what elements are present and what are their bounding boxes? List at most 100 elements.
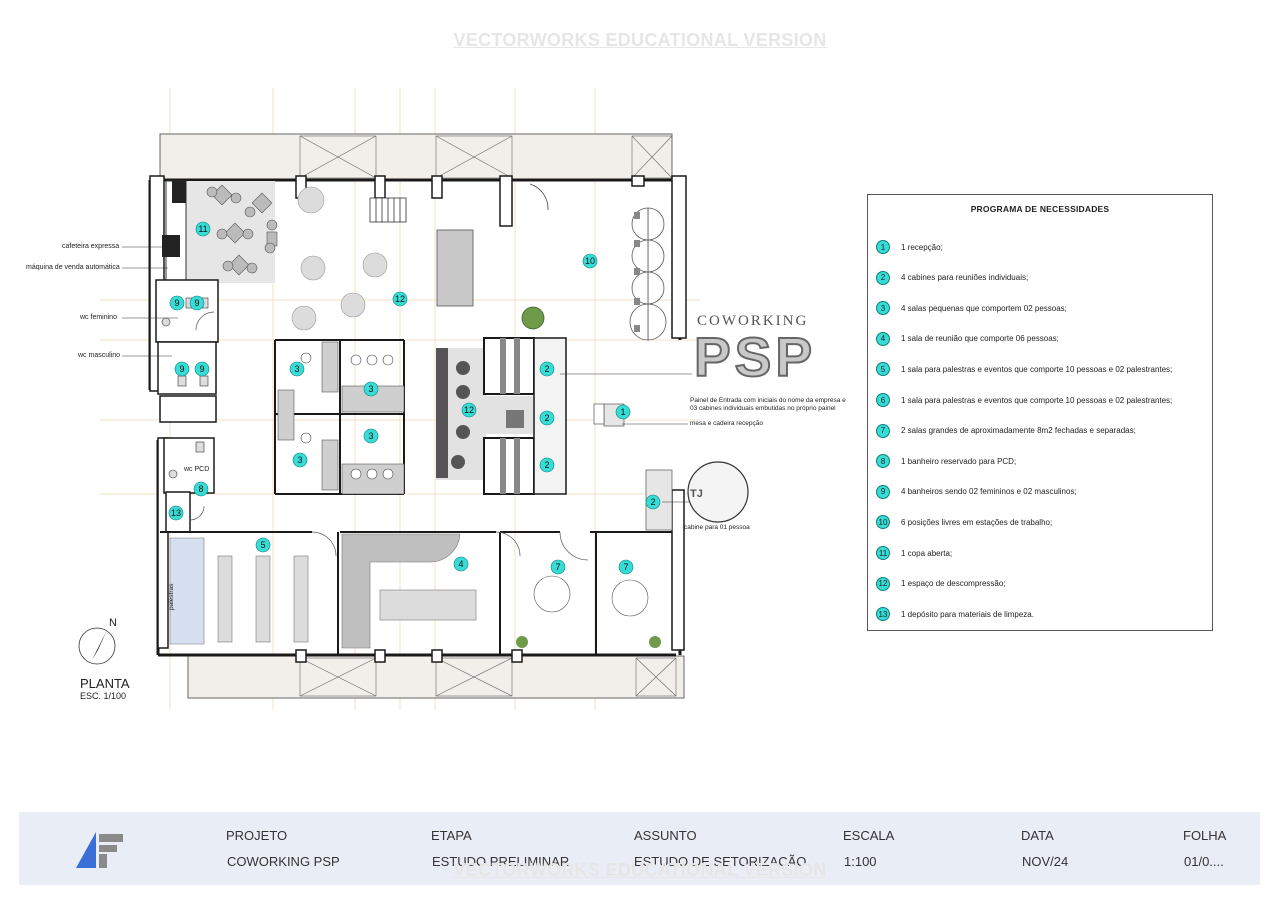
pool-table [436, 229, 474, 307]
room-bubble-number: 12 [395, 294, 405, 304]
watermark-bottom: VECTORWORKS EDUCATIONAL VERSION [453, 860, 827, 880]
label-mesa: mesa e cadeira recepção [690, 420, 763, 427]
legend-number-badge: 2 [876, 270, 890, 285]
north-arrow [78, 627, 116, 665]
legend-item: 10 6 posições livres em estações de traba… [876, 514, 1052, 530]
room-bubble [582, 253, 598, 269]
legend-item: 8 1 banheiro reservado para PCD; [876, 453, 1016, 469]
legend-item-text: 1 sala de reunião que comporte 06 pessoa… [901, 334, 1059, 344]
legend-item-text: 4 cabines para reuniões individuais; [901, 273, 1029, 283]
room-bubble [169, 295, 185, 311]
label-cabine: cabine para 01 pessoa [684, 524, 750, 531]
room-bubble-number: 4 [458, 559, 463, 569]
legend-item-text: 1 espaço de descompressão; [901, 579, 1006, 589]
label-wc-pcd: wc PCD [184, 466, 210, 473]
label-painel: Painel de Entrada com iniciais do nome d… [690, 397, 846, 412]
legend-number-badge: 12 [876, 576, 890, 591]
legend-item-text: 1 depósito para materiais de limpeza. [901, 609, 1034, 619]
room-bubble [292, 452, 308, 468]
etapa-label: ETAPA [431, 828, 472, 843]
label-vending: máquina de venda automática [26, 264, 120, 271]
escala-label: ESCALA [843, 828, 895, 843]
legend-item: 6 1 sala para palestras e eventos que com… [876, 392, 1172, 408]
legend-panel: PROGRAMA DE NECESSIDADES 1 1 recepção; 2 4 … [867, 194, 1213, 631]
legend-item: 4 1 sala de reunião que comporte 06 pesso… [876, 331, 1059, 347]
projeto-value: COWORKING PSP [227, 854, 340, 869]
room-bubble-number: 2 [544, 364, 549, 374]
room-bubble [461, 402, 477, 418]
booth-callout-mark: TJ [690, 488, 703, 500]
label-cafeteira: cafeteira expressa [62, 243, 120, 250]
legend-item: 11 1 copa aberta; [876, 545, 952, 561]
coworking-logo-letters: PSP [693, 326, 817, 388]
room-bubble-number: 1 [620, 407, 625, 417]
title-block: PROJETO COWORKING PSP ETAPA ESTUDO PRELI… [19, 812, 1260, 885]
legend-number-badge: 6 [876, 393, 890, 407]
room-bubble [194, 361, 210, 377]
legend-item-text: 1 banheiro reservado para PCD; [901, 456, 1017, 466]
plan-scale: ESC. 1/100 [80, 691, 127, 701]
room-bubble-number: 9 [199, 364, 204, 374]
legend-title: PROGRAMA DE NECESSIDADES [970, 204, 1110, 214]
legend-item-text: 1 copa aberta; [901, 548, 953, 558]
room-bubble-number: 8 [198, 484, 203, 494]
room-bubble [453, 556, 469, 572]
legend-item-text: 1 recepção; [901, 242, 943, 252]
room-bubble [195, 221, 211, 237]
folha-value: 01/0.... [1184, 854, 1224, 869]
etapa-value: ESTUDO PRELIMINAR [432, 854, 570, 869]
room-bubble-number: 9 [179, 364, 184, 374]
room-bubble-number: 3 [368, 384, 373, 394]
room-bubble-number: 3 [297, 455, 302, 465]
room-bubble [539, 457, 555, 473]
legend-number-badge: 4 [876, 331, 890, 346]
folha-label: FOLHA [1183, 828, 1227, 843]
lower-rooms [160, 531, 672, 655]
room-bubble [618, 559, 634, 575]
room-bubble-number: 5 [260, 540, 265, 550]
legend-number-badge: 11 [876, 546, 890, 560]
room-bubble-number: 9 [194, 298, 199, 308]
plan-title: PLANTA [80, 676, 130, 691]
legend-number-badge: 1 [876, 240, 890, 254]
legend-item-text: 1 sala para palestras e eventos que comp… [901, 395, 1173, 405]
room-bubble-number: 7 [623, 562, 628, 572]
legend-item-text: 6 posições livres em estações de trabalh… [901, 517, 1053, 527]
room-bubble-number: 11 [198, 224, 207, 234]
room-bubble-number: 12 [464, 405, 474, 415]
room-bubble [550, 559, 566, 575]
room-bubble-number: 10 [585, 256, 595, 266]
legend-item: 1 1 recepção; [876, 239, 943, 255]
data-value: NOV/24 [1022, 854, 1069, 869]
room-bubble [289, 361, 305, 377]
room-bubble [392, 291, 408, 307]
legend-number-badge: 9 [876, 484, 890, 499]
plant [521, 306, 545, 330]
data-label: DATA [1021, 828, 1054, 843]
escala-value: 1:100 [844, 854, 877, 869]
assunto-label: ASSUNTO [634, 828, 697, 843]
legend-item: 12 1 espaço de descompressão; [876, 576, 1006, 592]
room-bubble [193, 481, 209, 497]
room-bubble [189, 295, 205, 311]
room-bubble [363, 381, 379, 397]
legend-item: 2 4 cabines para reuniões individuais; [876, 270, 1028, 286]
legend-item-text: 4 salas pequenas que comportem 02 pessoa… [901, 303, 1067, 313]
room-bubble-number: 9 [174, 298, 179, 308]
legend-number-badge: 8 [876, 454, 890, 469]
room-bubble-number: 2 [650, 497, 655, 507]
legend-number-badge: 10 [876, 515, 890, 530]
room-bubble [539, 361, 555, 377]
legend-number-badge: 7 [876, 423, 890, 438]
lounge-seats [291, 186, 388, 331]
room-bubble-number: 2 [544, 413, 549, 423]
label-wc-masculino: wc masculino [78, 352, 121, 359]
legend-item-text: 1 sala para palestras e eventos que comp… [901, 364, 1173, 374]
booth-callout [687, 461, 749, 523]
